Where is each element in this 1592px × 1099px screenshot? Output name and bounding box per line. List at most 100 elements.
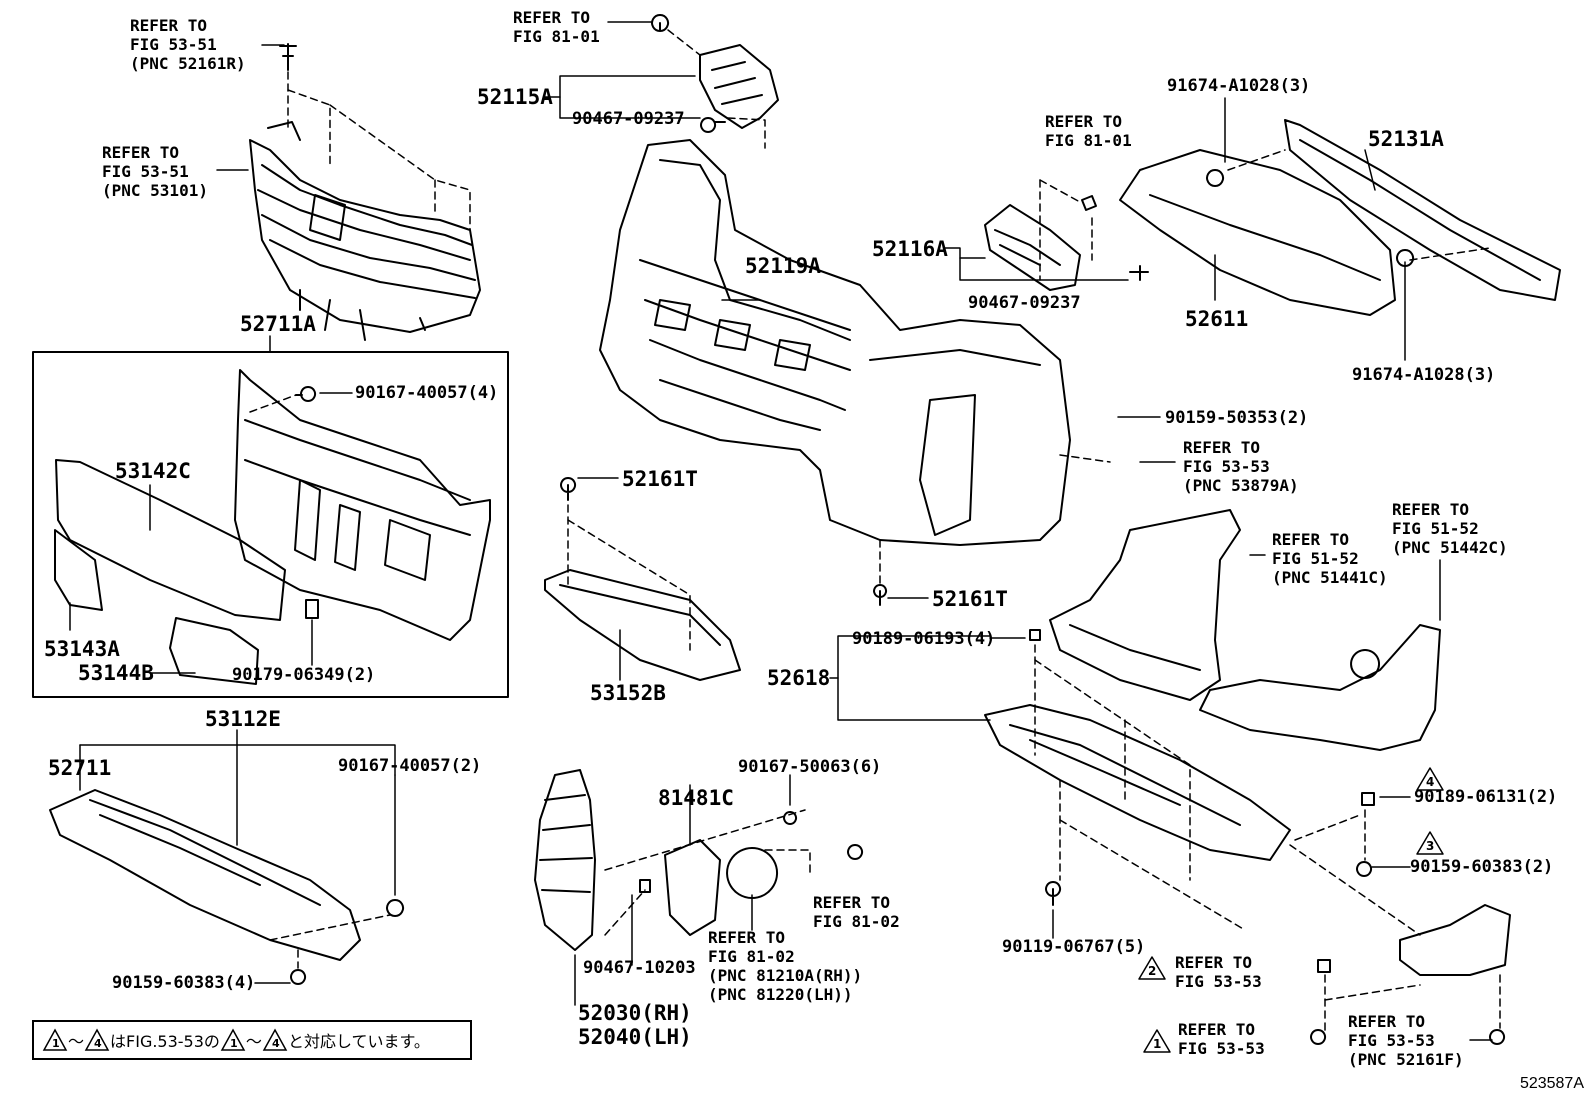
document-id: 523587A [1519, 1075, 1584, 1092]
note-tilde: 〜 [245, 1032, 262, 1051]
callout-line: FIG 53-53 [1183, 457, 1270, 476]
part-52711: 52711 [48, 756, 112, 780]
part-52030-rh: 52030(RH) [578, 1001, 692, 1025]
callout-line: FIG 81-02 [813, 912, 900, 931]
triangle-marker-1-label: 1 [1153, 1037, 1162, 1051]
legend-note-box: 1 〜 4 はFIG.53-53の 1 〜 4 と対応しています。 [32, 1020, 472, 1060]
callout-refer-fig-81-01-mid: REFER TO FIG 81-01 [1045, 112, 1132, 150]
part-53112E: 53112E [205, 707, 281, 731]
part-90179-06349: 90179-06349(2) [232, 665, 376, 685]
callout-line: FIG 81-01 [1045, 131, 1132, 150]
callout-refer-fig-53-53-2: REFER TO FIG 53-53 [1175, 953, 1262, 991]
under-cover-51441C-drawing [1049, 509, 1241, 701]
callout-line: (PNC 51441C) [1272, 568, 1388, 587]
upper-grille-drawing [249, 121, 481, 341]
part-90467-10203: 90467-10203 [583, 958, 696, 978]
part-52116A: 52116A [872, 237, 948, 261]
callout-line: REFER TO [1175, 953, 1253, 972]
bracket-52116A-drawing [984, 204, 1081, 291]
callout-line: FIG 53-53 [1348, 1031, 1435, 1050]
part-90167-40057-2: 90167-40057(2) [338, 756, 482, 776]
part-53142C: 53142C [115, 459, 191, 483]
callout-line: FIG 81-01 [513, 27, 600, 46]
reinforcement-52131A-drawing [1284, 119, 1561, 301]
callout-line: (PNC 53879A) [1183, 476, 1299, 495]
triangle-marker-4-label: 4 [1426, 775, 1435, 789]
callout-line: REFER TO [1045, 112, 1123, 131]
callout-line: FIG 53-51 [102, 162, 189, 181]
part-90167-40057-4: 90167-40057(4) [355, 383, 499, 403]
callout-line: REFER TO [1183, 438, 1261, 457]
part-81481C: 81481C [658, 786, 734, 810]
bracket-lower-right-drawing [1399, 904, 1511, 976]
note-text-end: と対応しています。 [287, 1032, 430, 1051]
callout-refer-fig-53-51-r: REFER TO FIG 53-51 (PNC 52161R) [130, 16, 246, 73]
molding-53142C-drawing [55, 459, 286, 621]
callout-refer-fig-51-52-51442C: REFER TO FIG 51-52 (PNC 51442C) [1392, 500, 1508, 557]
callout-line: (PNC 52161R) [130, 54, 246, 73]
cover-53144B-drawing [169, 617, 259, 685]
part-90159-60383-2: 90159-60383(2) [1410, 857, 1554, 877]
part-52618: 52618 [767, 666, 831, 690]
callout-refer-fig-53-53-1: REFER TO FIG 53-53 [1178, 1020, 1265, 1058]
part-52131A: 52131A [1368, 127, 1444, 151]
part-91674-A1028-bottom: 91674-A1028(3) [1352, 365, 1496, 385]
part-53152B: 53152B [590, 681, 666, 705]
note-triangle-number: 1 [230, 1037, 238, 1050]
part-90167-50063: 90167-50063(6) [738, 757, 882, 777]
callout-refer-fig-81-01-top: REFER TO FIG 81-01 [513, 8, 600, 46]
callout-line: REFER TO [1178, 1020, 1256, 1039]
callout-line: FIG 53-53 [1178, 1039, 1265, 1058]
triangle-marker-3-label: 3 [1426, 839, 1435, 853]
callout-line: REFER TO [1392, 500, 1470, 519]
part-90189-06193: 90189-06193(4) [852, 629, 996, 649]
lamp-bezel-52030-drawing [534, 769, 596, 951]
leader-lines [69, 21, 1493, 1041]
fog-lamp-drawing [726, 847, 778, 899]
part-52611: 52611 [1185, 307, 1249, 331]
callout-line: REFER TO [1348, 1012, 1426, 1031]
under-cover-51442C-drawing [1199, 624, 1441, 751]
callout-line: REFER TO [102, 143, 180, 162]
callout-line: FIG 53-51 [130, 35, 217, 54]
callout-refer-fig-53-53-52161F: REFER TO FIG 53-53 (PNC 52161F) [1348, 1012, 1464, 1069]
callout-line: REFER TO [813, 893, 891, 912]
absorber-52611-drawing [1119, 149, 1396, 316]
callout-line: FIG 51-52 [1272, 549, 1359, 568]
callout-refer-fig-53-51-grille: REFER TO FIG 53-51 (PNC 53101) [102, 143, 208, 200]
callout-refer-fig-81-02-b: REFER TO FIG 81-02 (PNC 81210A(RH)) (PNC… [708, 928, 862, 1004]
callout-line: FIG 81-02 [708, 947, 795, 966]
triangle-icon: 4 [262, 1028, 288, 1051]
part-91674-A1028-top: 91674-A1028(3) [1167, 76, 1311, 96]
callout-line: REFER TO [130, 16, 208, 35]
callout-line: (PNC 53101) [102, 181, 208, 200]
callout-refer-fig-53-53-53879A: REFER TO FIG 53-53 (PNC 53879A) [1183, 438, 1299, 495]
part-52711A: 52711A [240, 312, 316, 336]
note-triangle-number: 4 [94, 1037, 102, 1050]
part-90189-06131: 90189-06131(2) [1414, 787, 1558, 807]
triangle-icon: 1 [42, 1028, 68, 1051]
under-cover-52618-drawing [984, 704, 1291, 861]
callout-line: (PNC 52161F) [1348, 1050, 1464, 1069]
callout-line: FIG 51-52 [1392, 519, 1479, 538]
triangle-icon: 4 [84, 1028, 110, 1051]
note-tilde: 〜 [68, 1032, 85, 1051]
plate-53152B-drawing [544, 569, 741, 681]
callout-refer-fig-51-52-51441C: REFER TO FIG 51-52 (PNC 51441C) [1272, 530, 1388, 587]
callout-refer-fig-81-02-a: REFER TO FIG 81-02 [813, 893, 900, 931]
bracket-52115A-drawing [699, 44, 779, 129]
part-52119A: 52119A [745, 254, 821, 278]
callout-line: REFER TO [708, 928, 786, 947]
cover-53143A-drawing [54, 529, 103, 611]
callout-line: (PNC 81220(LH)) [708, 985, 853, 1004]
part-90467-09237-a: 90467-09237 [572, 109, 685, 129]
triangle-markers [1138, 767, 1444, 1053]
part-53144B: 53144B [78, 661, 154, 685]
part-90159-60383-4: 90159-60383(4) [112, 973, 256, 993]
part-90119-06767: 90119-06767(5) [1002, 937, 1146, 957]
callout-line: (PNC 81210A(RH)) [708, 966, 863, 985]
part-90159-50353: 90159-50353(2) [1165, 408, 1309, 428]
lower-grille-52711A-drawing [234, 369, 491, 641]
